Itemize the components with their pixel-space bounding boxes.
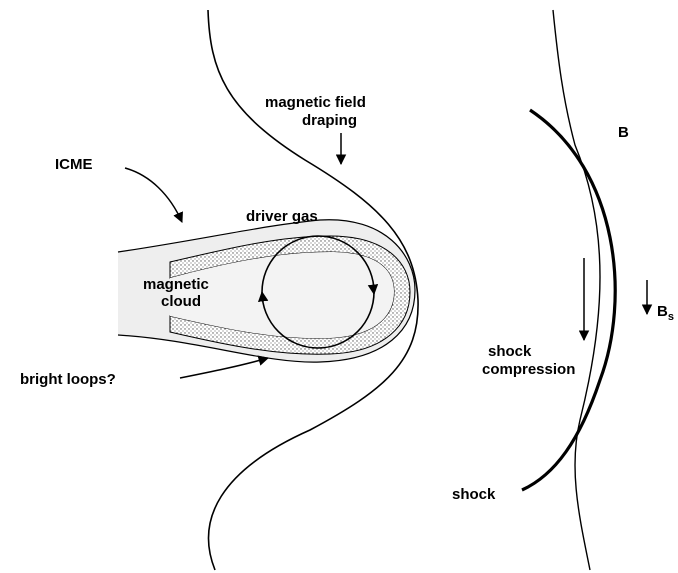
shock-compression-label-1: shock bbox=[488, 343, 532, 360]
field-draping-label-2: draping bbox=[302, 112, 357, 129]
magnetic-cloud-label-2: cloud bbox=[161, 293, 201, 310]
cloud-rotation-arrow-right bbox=[373, 285, 374, 294]
bright-loops-arrow bbox=[180, 358, 268, 378]
field-draping-label-1: magnetic field bbox=[265, 94, 366, 111]
upstream-field-line bbox=[553, 10, 600, 570]
bright-loops-label: bright loops? bbox=[20, 371, 116, 388]
bs-label: Bs bbox=[657, 303, 674, 323]
icme-label: ICME bbox=[55, 156, 93, 173]
b-field-label: B bbox=[618, 124, 629, 141]
magnetic-cloud-label-1: magnetic bbox=[143, 276, 209, 293]
driver-gas-label: driver gas bbox=[246, 208, 318, 225]
shock-front bbox=[522, 110, 615, 490]
bs-main: B bbox=[657, 303, 668, 320]
icme-arrow bbox=[125, 168, 182, 222]
shock-compression-label-2: compression bbox=[482, 361, 575, 378]
bs-sub: s bbox=[668, 311, 674, 323]
shock-label: shock bbox=[452, 486, 496, 503]
cloud-rotation-arrow-left bbox=[262, 292, 263, 300]
